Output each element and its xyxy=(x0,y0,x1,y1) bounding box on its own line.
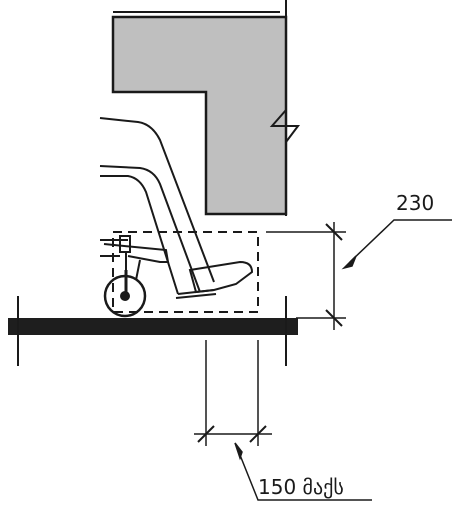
height-dimension-label: 230 xyxy=(396,191,434,215)
dim-tick-top xyxy=(325,223,343,241)
leader-230-arrowhead xyxy=(341,255,357,270)
toe-clearance-zone xyxy=(112,231,259,313)
dim-tick-bottom xyxy=(325,309,343,327)
dim-tick-left xyxy=(197,425,215,443)
leader-230 xyxy=(349,219,452,263)
counter-wall-block xyxy=(111,15,288,216)
depth-dimension-label: 150 მაქს xyxy=(258,475,344,499)
leader-150 xyxy=(237,449,372,501)
leader-150-arrowhead xyxy=(234,442,243,461)
wall-break-line xyxy=(269,0,300,216)
wheelchair-outline xyxy=(99,117,254,299)
dim-tick-right xyxy=(249,425,267,443)
floor-slab xyxy=(8,318,298,335)
